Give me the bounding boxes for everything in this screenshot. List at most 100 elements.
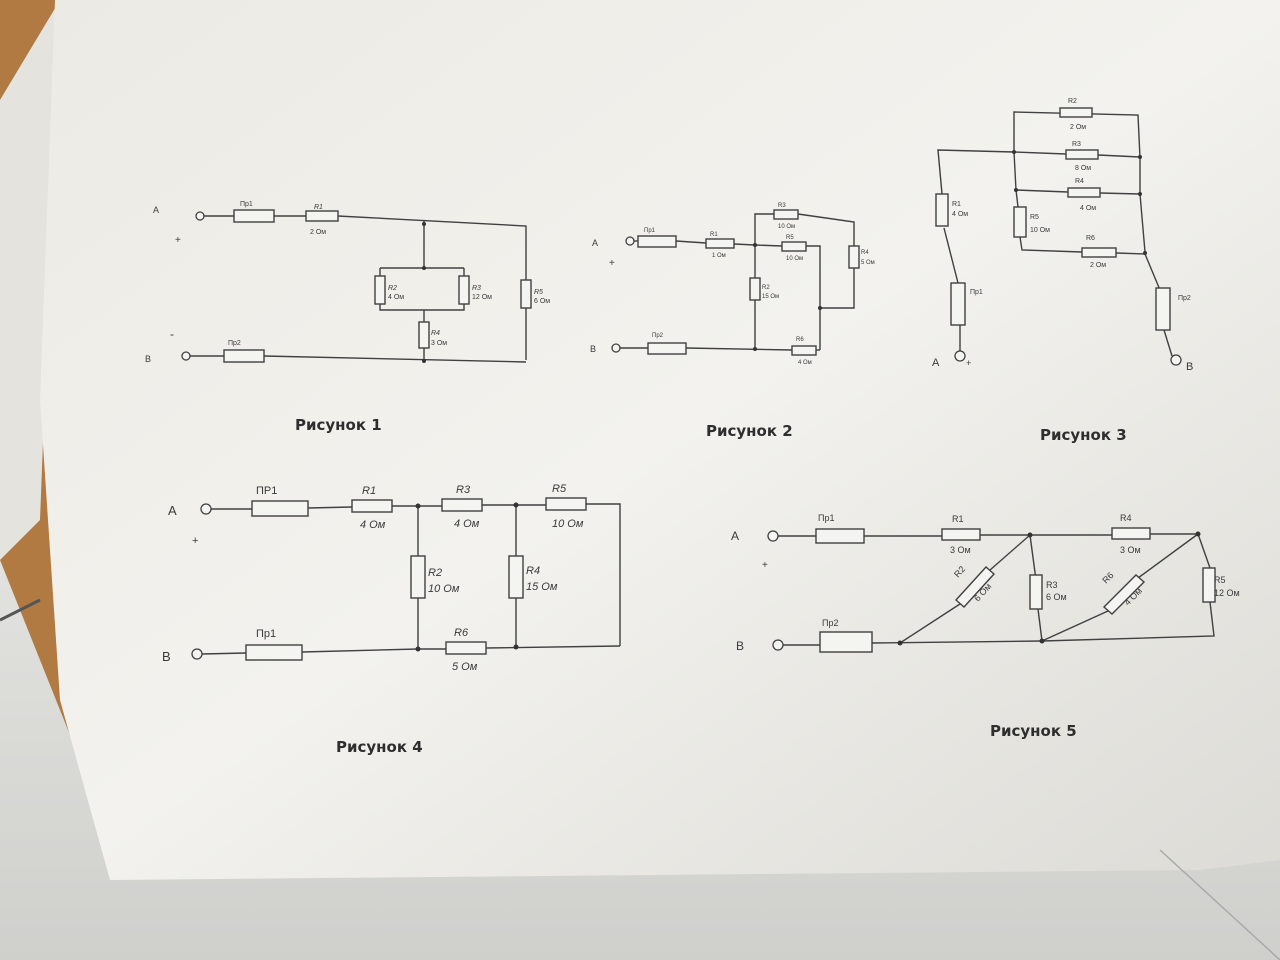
fig3-resistor-r4 [1067,187,1101,198]
fig2-pr1-label: Пр1 [644,228,656,234]
fig2-fuse-pr1 [637,235,677,248]
fig4-resistor-r3 [441,498,483,512]
fig3-fuse-pr2 [1155,287,1171,331]
fig2-label-a: A [592,238,598,248]
fig5-r1-label: R1 [952,514,964,524]
fig2-plus: + [609,258,615,269]
fig1-fuse-pr2 [223,349,265,363]
fig2-r1-value: 1 Ом [712,253,726,259]
fig5-pr2-label: Пр2 [822,618,838,628]
fig1-pr2-label: Пр2 [228,340,241,347]
fig2-pr2-label: Пр2 [652,333,664,339]
figure-3-circuit: R2 2 Ом R3 8 Ом R4 4 Ом R1 4 Ом R5 10 Ом… [932,98,1193,373]
fig1-pr1-label: Пр1 [240,201,253,208]
fig4-r2-label: R2 [428,567,442,579]
fig2-resistor-r4 [848,245,860,269]
fig4-resistor-r1 [351,499,393,513]
fig3-terminal-a-icon [954,350,966,362]
fig4-r4-label: R4 [526,565,540,577]
fig1-r2-label: R2 [388,285,397,292]
fig5-r4-label: R4 [1120,513,1132,523]
fig5-r4-value: 3 Ом [1120,545,1141,555]
fig2-r1-label: R1 [710,232,718,238]
figure-4-circuit: A + B ПР1 R1 4 Ом R3 4 Ом R5 10 Ом R2 10… [162,483,621,673]
fig5-fuse-pr2 [819,631,873,653]
fig5-resistor-r3 [1029,574,1043,610]
fig3-r4-label: R4 [1075,178,1084,185]
fig2-r2-label: R2 [762,285,770,291]
fig1-r3-label: R3 [472,285,481,292]
fig1-r4-label: R4 [431,330,440,337]
fig3-resistor-r1 [935,193,949,227]
fig1-plus: + [175,235,181,246]
fig2-r4-value: 5 Ом [861,260,875,266]
fig4-r6-label: R6 [454,627,469,639]
fig4-r1-label: R1 [362,485,376,497]
fig3-r3-value: 8 Ом [1075,165,1091,172]
fig3-r1-label: R1 [952,201,961,208]
fig4-terminal-a-icon [200,503,212,515]
fig3-r2-label: R2 [1068,98,1077,105]
fig5-pr1-label: Пр1 [818,513,834,523]
fig3-r6-label: R6 [1086,235,1095,242]
fig4-r6-value: 5 Ом [452,661,478,673]
fig2-r6-label: R6 [796,337,804,343]
fig2-r2-value: 15 Ом [762,294,779,300]
fig3-resistor-r5 [1013,206,1027,238]
fig3-pr2-label: Пр2 [1178,295,1191,302]
fig1-terminal-b-icon [181,351,191,361]
fig1-r3-value: 12 Ом [472,294,492,301]
fig1-resistor-r5 [520,279,532,309]
fig1-resistor-r2 [374,275,386,305]
sleeve-fold [1159,849,1280,960]
fig3-resistor-r2 [1059,107,1093,118]
fig1-r1-label: R1 [314,204,323,211]
fig3-label-a: A [932,357,940,369]
fig1-label-b: B [145,354,151,364]
caption-figure-5: Рисунок 5 [990,722,1077,740]
fig3-r5-label: R5 [1030,214,1039,221]
fig2-r4-label: R4 [861,250,869,256]
fig5-fuse-pr1 [815,528,865,544]
fig1-minus: - [170,327,174,341]
caption-figure-3: Рисунок 3 [1040,426,1127,444]
fig3-resistor-r6 [1081,247,1117,258]
fig1-fuse-pr1 [233,209,275,223]
fig3-pr1-label: Пр1 [970,289,983,296]
fig2-resistor-r6 [791,345,817,356]
fig4-r4-value: 15 Ом [526,581,558,593]
fig3-r6-value: 2 Ом [1090,262,1106,269]
fig2-terminal-a-icon [625,236,635,246]
sleeve-edge [0,598,41,622]
fig4-resistor-r2 [410,555,426,599]
fig4-r3-value: 4 Ом [454,518,480,530]
fig2-resistor-r3 [773,209,799,220]
fig5-resistor-r4 [1111,527,1151,540]
fig5-plus: + [762,560,768,571]
fig4-fuse-pr2 [245,644,303,661]
fig2-label-b: B [590,344,596,354]
fig5-resistor-r2 [955,566,995,608]
fig3-r3-label: R3 [1072,141,1081,148]
fig5-r3-value: 6 Ом [1046,592,1067,602]
fig5-r1-value: 3 Ом [950,545,971,555]
fig4-label-b: B [162,649,171,664]
fig3-r1-value: 4 Ом [952,211,968,218]
fig2-r5-label: R5 [786,235,794,241]
fig2-terminal-b-icon [611,343,621,353]
fig1-label-a: A [153,205,159,215]
fig5-resistor-r5 [1202,567,1216,603]
fig2-resistor-r2 [749,277,761,301]
fig3-label-b: B [1186,361,1193,373]
figure-1-circuit: A + - B Пр1 R1 2 Ом R2 4 Ом R3 12 Ом R4 … [145,201,550,364]
fig5-r3-label: R3 [1046,580,1058,590]
fig2-fuse-pr2 [647,342,687,355]
fig2-r6-value: 4 Ом [798,360,812,366]
fig3-plus: + [966,358,971,368]
fig5-terminal-a-icon [767,530,779,542]
fig1-r2-value: 4 Ом [388,294,404,301]
fig5-label-b: B [736,639,744,653]
fig1-resistor-r3 [458,275,470,305]
fig2-r3-value: 10 Ом [778,224,795,230]
